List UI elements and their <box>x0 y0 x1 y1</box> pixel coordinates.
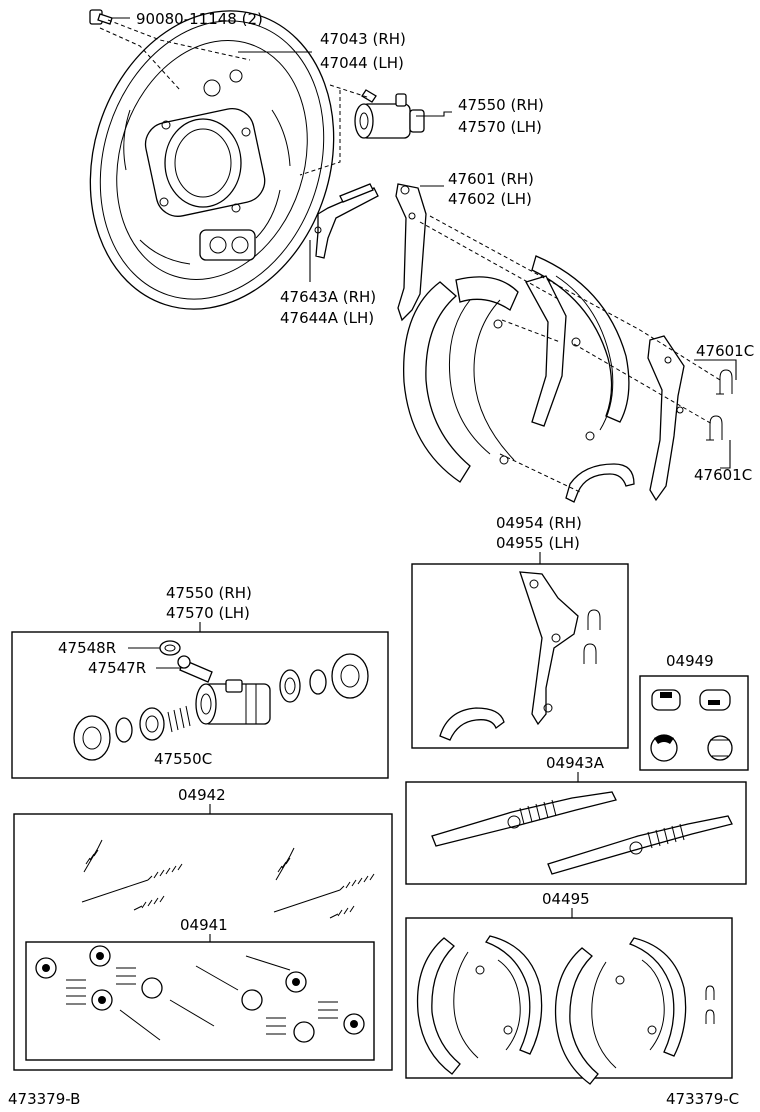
parking-lever-part <box>395 183 427 322</box>
label-spring-kit: 04942 <box>178 786 226 804</box>
label-adjuster: 04943A <box>546 754 605 772</box>
label-cupkit: 04949 <box>666 652 714 670</box>
label-cylkit-lh: 47570 (LH) <box>166 604 250 622</box>
kit-04954-box <box>411 563 629 749</box>
brake-shoe-right-part <box>525 255 630 441</box>
clip-upper-part <box>716 369 733 395</box>
adjuster-lever-part <box>647 335 685 502</box>
spring-kit-parts <box>81 839 375 919</box>
adjuster-kit-box <box>405 781 747 885</box>
label-strut-lh: 47644A (LH) <box>280 309 374 327</box>
shoe-set-box <box>405 917 733 1079</box>
label-kit-lh: 04955 (LH) <box>496 534 580 552</box>
ref-code-left: 473379-B <box>8 1090 80 1108</box>
clip-lower-part <box>706 415 723 441</box>
label-strut-rh: 47643A (RH) <box>280 288 376 306</box>
adjuster-upper-part <box>431 791 617 847</box>
label-bleeder-cap: 47548R <box>58 639 116 657</box>
shoe-set-left-part <box>416 935 543 1075</box>
label-plate-rh: 47043 (RH) <box>320 30 406 48</box>
adjuster-lower-part <box>547 815 733 875</box>
kit-04949-parts <box>650 689 733 762</box>
label-bleeder-plug: 47547R <box>88 659 146 677</box>
label-cyl-kit: 47550C <box>154 750 212 768</box>
label-lever-rh: 47601 (RH) <box>448 170 534 188</box>
label-cyl-lh: 47570 (LH) <box>458 118 542 136</box>
label-bolt: 90080-11148 (2) <box>136 10 263 28</box>
label-hold-kit: 04941 <box>180 916 228 934</box>
cylinder-kit-box <box>11 631 389 779</box>
label-clip-a: 47601C <box>696 342 754 360</box>
label-lever-lh: 47602 (LH) <box>448 190 532 208</box>
kit-04954-parts <box>439 571 601 741</box>
parking-strut-part <box>314 183 379 259</box>
label-shoe-set: 04495 <box>542 890 590 908</box>
label-clip-b: 47601C <box>694 466 752 484</box>
cylinder-kit-parts <box>73 640 369 761</box>
brake-shoe-left-part <box>402 276 519 483</box>
shoe-set-right-part <box>554 937 715 1085</box>
backing-plate <box>89 10 335 310</box>
hold-kit-box <box>25 941 375 1061</box>
ref-code-right: 473379-C <box>666 1090 739 1108</box>
label-cyl-rh: 47550 (RH) <box>458 96 544 114</box>
label-cylkit-rh: 47550 (RH) <box>166 584 252 602</box>
lower-strut-part <box>565 463 635 503</box>
bolt-part <box>89 9 113 25</box>
spring-kit-box <box>13 813 393 1071</box>
wheel-cylinder-part <box>354 89 425 139</box>
kit-04949-box <box>639 675 749 771</box>
hold-kit-parts <box>35 945 365 1043</box>
label-kit-rh: 04954 (RH) <box>496 514 582 532</box>
label-plate-lh: 47044 (LH) <box>320 54 404 72</box>
